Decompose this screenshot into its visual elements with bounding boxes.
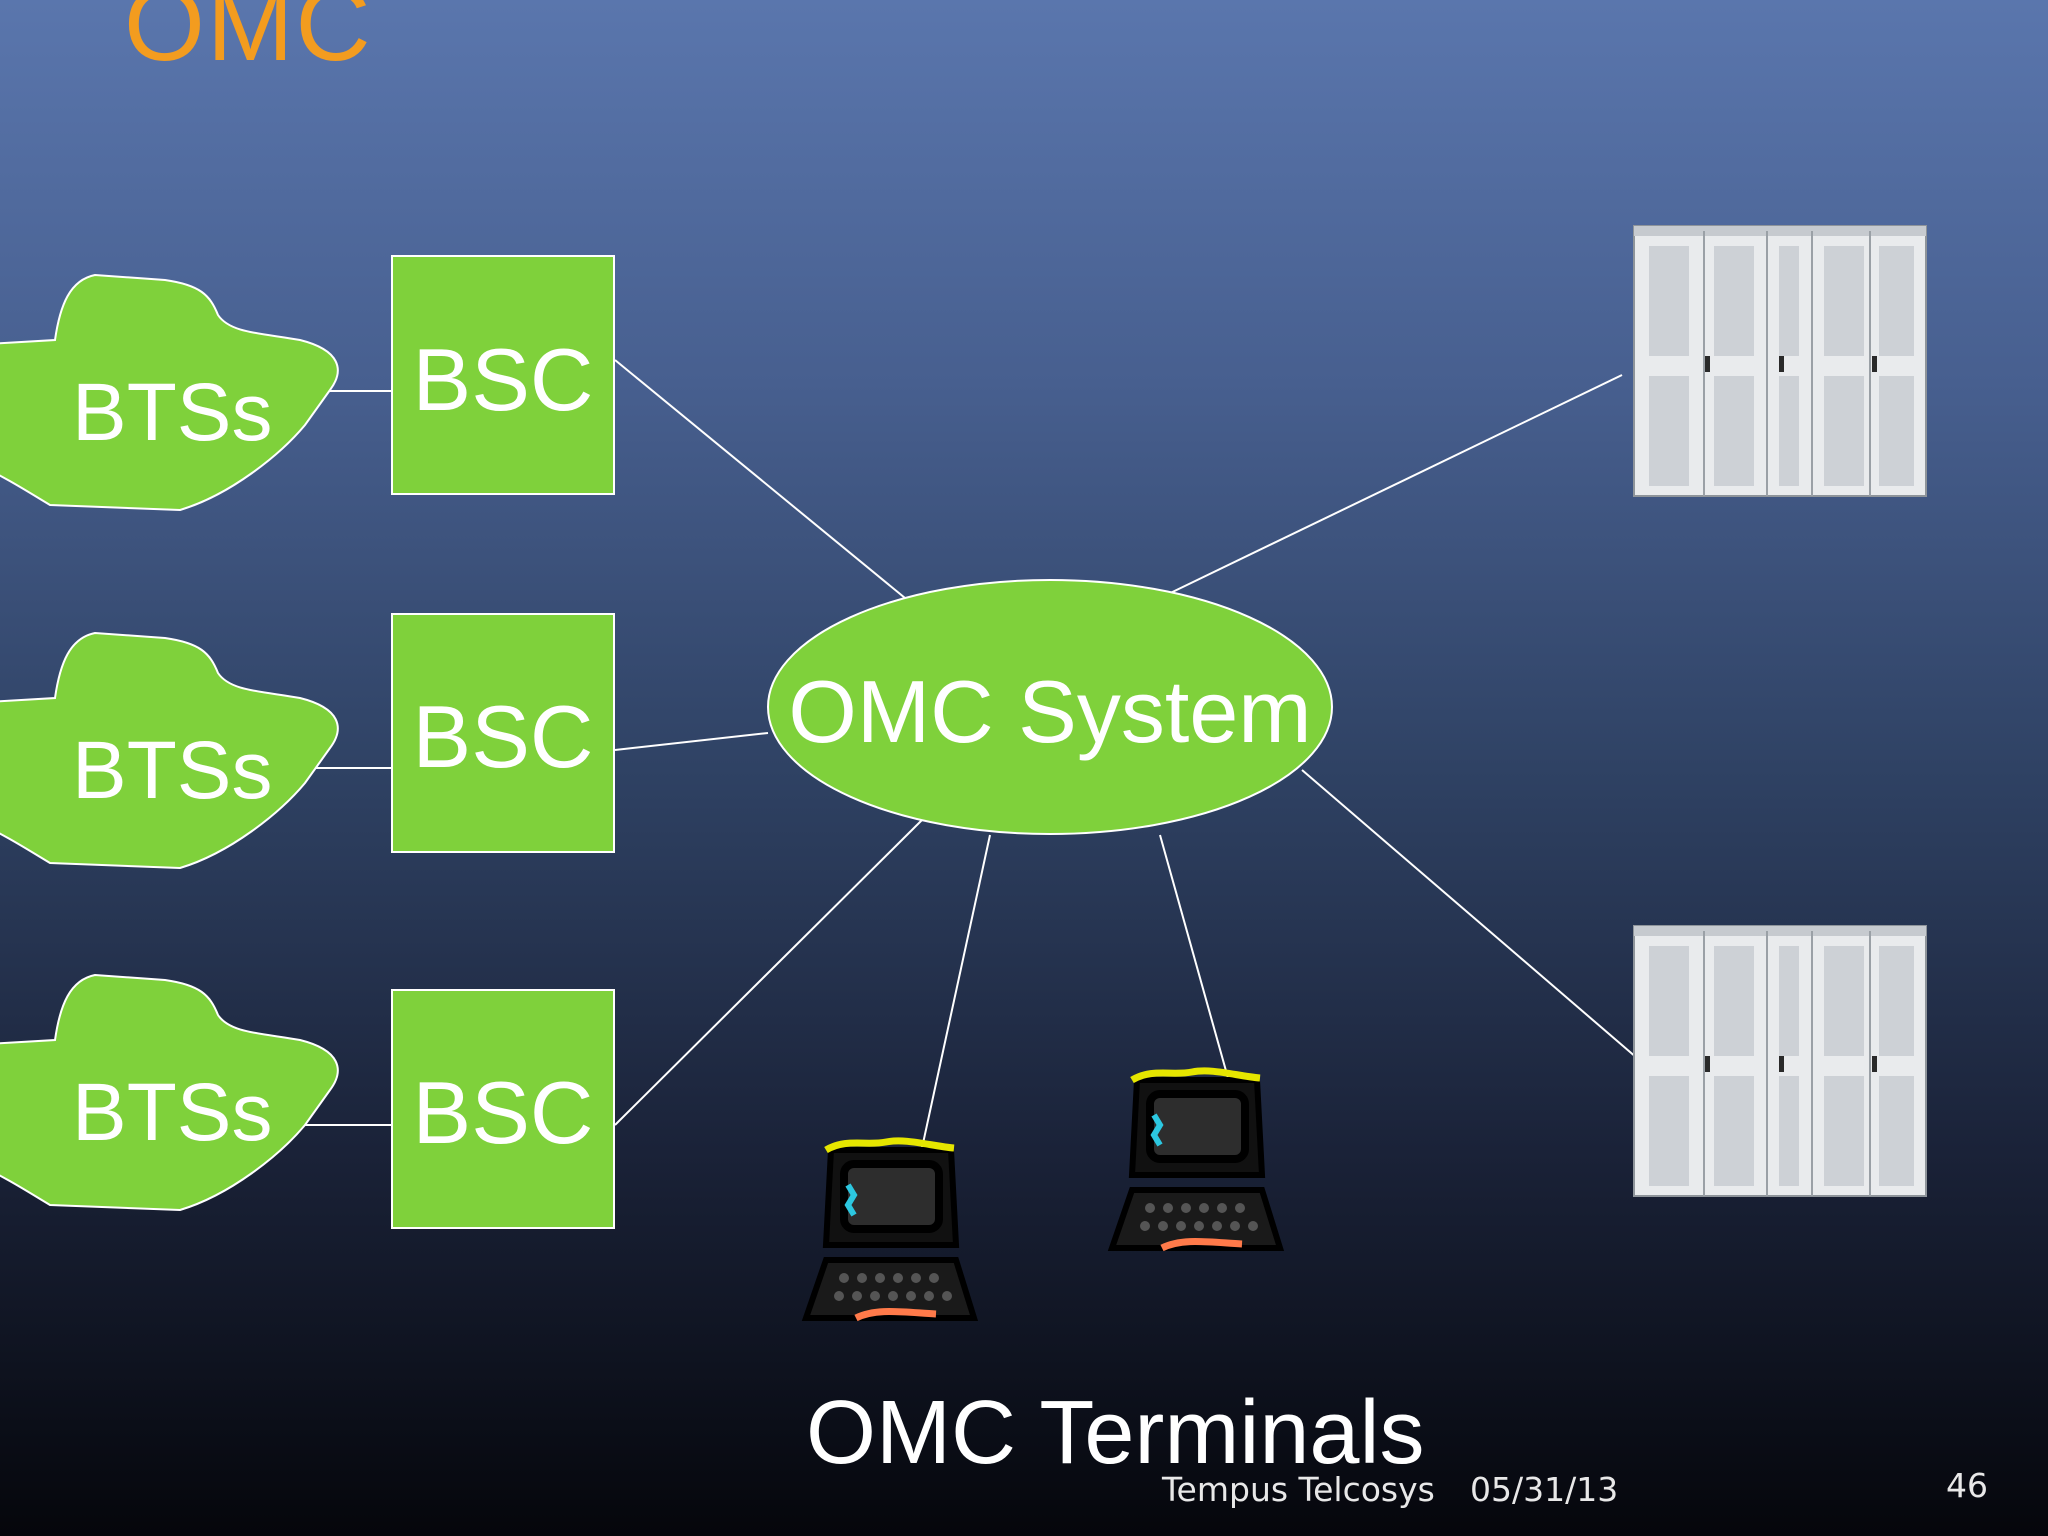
bts-label: BTSs: [72, 725, 272, 816]
omc-system-node: OMC System: [767, 579, 1333, 835]
computer-terminal-icon: [806, 1141, 974, 1318]
terminals-caption: OMC Terminals: [806, 1383, 1425, 1483]
server-rack-icon: [1633, 225, 1927, 497]
bts-cloud-3: BTSs: [0, 974, 339, 1211]
bsc-box-1: BSC: [391, 255, 615, 495]
page-number: 46: [1946, 1466, 1988, 1505]
bsc-box-3: BSC: [391, 989, 615, 1229]
bts-cloud-1: BTSs: [0, 274, 339, 511]
slide-title: OMC: [124, 0, 373, 83]
bts-cloud-2: BTSs: [0, 632, 339, 869]
footer-date: 05/31/13: [1470, 1470, 1619, 1509]
bsc-box-2: BSC: [391, 613, 615, 853]
bsc-label: BSC: [413, 330, 594, 429]
computer-terminal-icon: [1112, 1071, 1280, 1248]
bsc-label: BSC: [413, 1063, 594, 1162]
footer-organization: Tempus Telcosys: [1162, 1470, 1435, 1509]
server-rack-icon: [1633, 925, 1927, 1197]
bts-label: BTSs: [72, 367, 272, 458]
connection-lines: [290, 359, 1638, 1149]
bts-label: BTSs: [72, 1067, 272, 1158]
bsc-label: BSC: [413, 687, 594, 786]
omc-system-label: OMC System: [788, 662, 1311, 761]
